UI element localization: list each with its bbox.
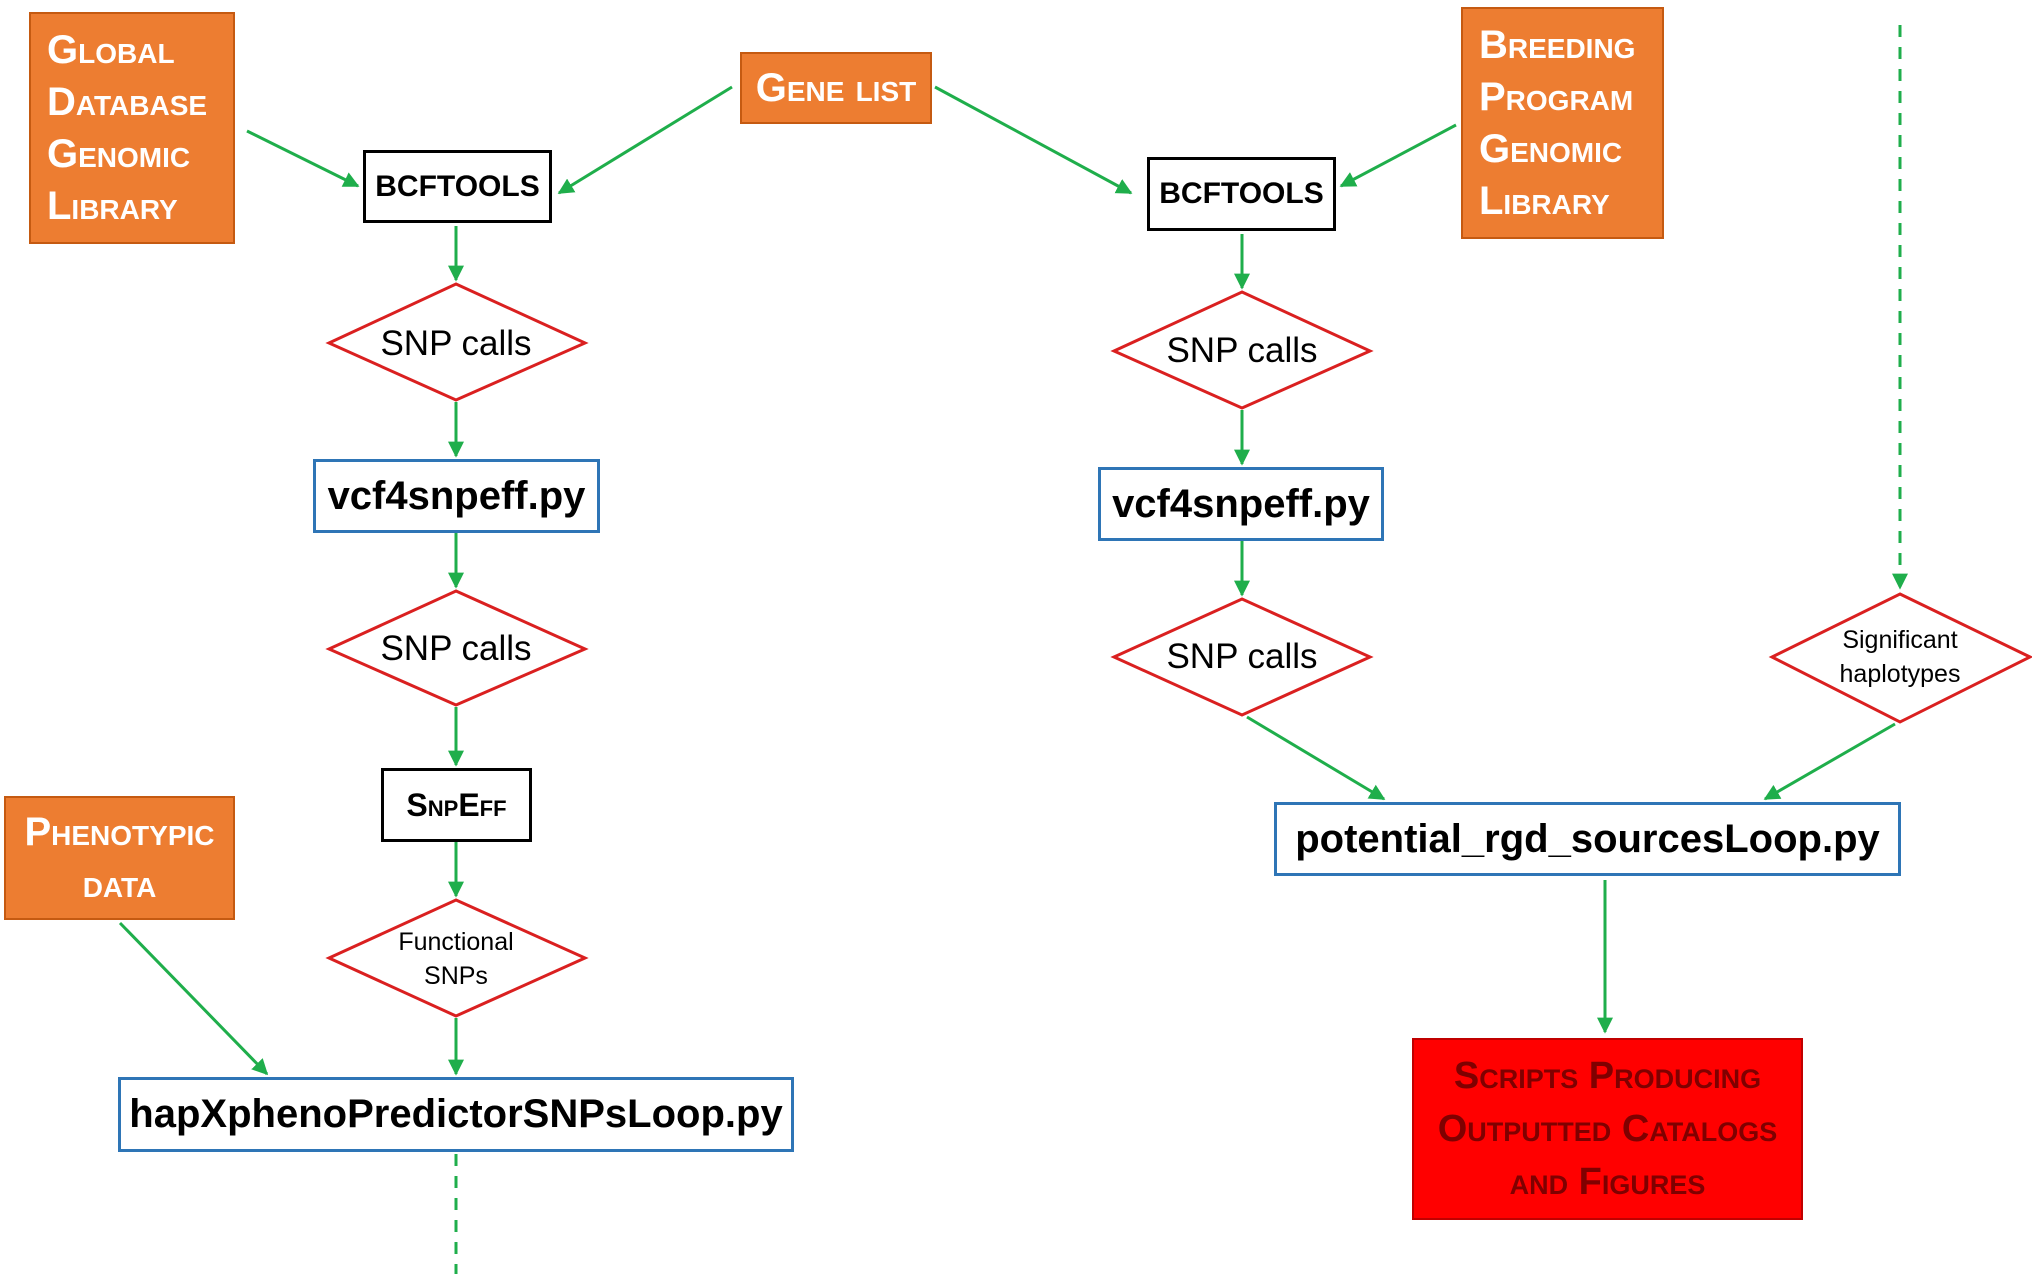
global-database-genomic-library-label: Global Database Genomic Library — [47, 28, 208, 228]
gene-list-label: Gene list — [755, 66, 917, 110]
hapxpheno-box: hapXphenoPredictorSNPsLoop.py — [118, 1077, 794, 1152]
snpeff-label: SnpEff — [406, 786, 507, 823]
breeding-program-genomic-library-label: Breeding Program Genomic Library — [1479, 23, 1636, 223]
left-bcftools-box: BCFTOOLS — [363, 150, 552, 223]
left-functional-snps-diamond — [325, 898, 589, 1018]
phenotypic-data-label: Phenotypic data — [24, 810, 215, 906]
right-snp-calls-2-diamond — [1110, 597, 1374, 717]
potential-rgd-sources-box: potential_rgd_sourcesLoop.py — [1274, 802, 1901, 876]
output-scripts-label: Scripts Producing Outputted Catalogs and… — [1437, 1054, 1778, 1203]
output-scripts-box: Scripts Producing Outputted Catalogs and… — [1412, 1038, 1803, 1220]
arrow-global-to-bcftools — [246, 129, 360, 188]
right-bcftools-box: BCFTOOLS — [1147, 157, 1336, 231]
global-database-genomic-library-box: Global Database Genomic Library — [29, 12, 235, 244]
left-snp-calls-2-label: SNP calls — [380, 629, 532, 668]
arrow-haplotypes-to-potential — [1763, 722, 1896, 801]
significant-haplotypes-label: Significant haplotypes — [1839, 626, 1961, 688]
significant-haplotypes-diamond — [1768, 592, 2032, 724]
arrow-phenotypic-to-hapxpheno — [118, 921, 269, 1076]
breeding-program-genomic-library-box: Breeding Program Genomic Library — [1461, 7, 1664, 239]
left-snp-calls-1-diamond — [325, 282, 589, 402]
snpeff-box: SnpEff — [381, 768, 532, 842]
left-snp-calls-1-label: SNP calls — [380, 324, 532, 363]
arrow-genelist-to-right-bcftools — [934, 85, 1133, 195]
hapxpheno-label: hapXphenoPredictorSNPsLoop.py — [129, 1092, 783, 1136]
gene-list-box: Gene list — [740, 52, 932, 124]
left-bcftools-label: BCFTOOLS — [375, 169, 540, 203]
right-snp-calls-1-diamond — [1110, 290, 1374, 410]
right-vcf4snpeff-box: vcf4snpeff.py — [1098, 467, 1384, 541]
phenotypic-data-box: Phenotypic data — [4, 796, 235, 920]
functional-snps-label: Functional SNPs — [398, 928, 514, 990]
left-snp-calls-2-diamond — [325, 589, 589, 707]
left-vcf4snpeff-label: vcf4snpeff.py — [327, 473, 586, 518]
left-vcf4snpeff-box: vcf4snpeff.py — [313, 459, 600, 533]
right-bcftools-label: BCFTOOLS — [1159, 177, 1324, 210]
arrow-right-snp2-to-potential — [1246, 715, 1386, 801]
right-vcf4snpeff-label: vcf4snpeff.py — [1112, 481, 1370, 526]
right-snp-calls-1-label: SNP calls — [1166, 331, 1318, 370]
potential-rgd-sources-label: potential_rgd_sourcesLoop.py — [1295, 816, 1880, 861]
right-snp-calls-2-label: SNP calls — [1166, 637, 1318, 676]
arrow-breeding-to-right-bcftools — [1339, 123, 1457, 188]
arrow-genelist-to-left-bcftools — [557, 85, 733, 195]
